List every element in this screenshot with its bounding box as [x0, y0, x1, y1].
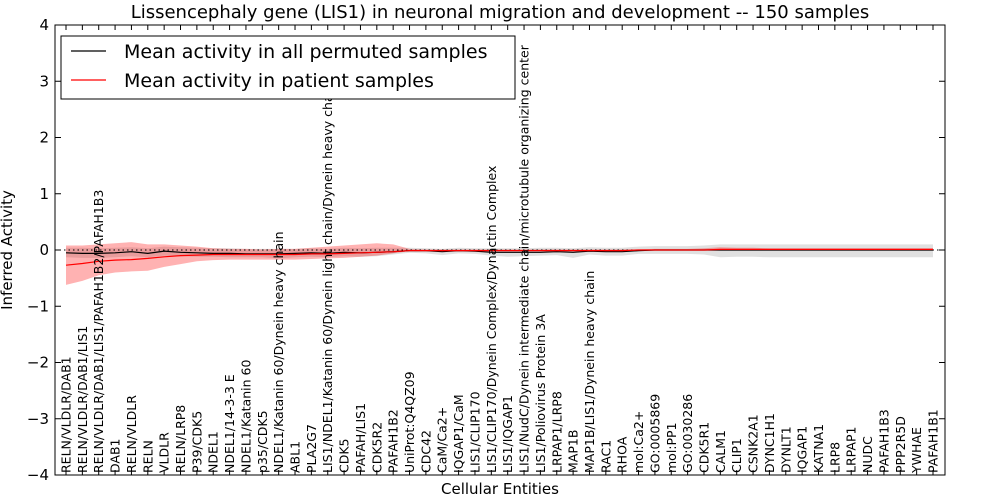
x-category-label: CDK5 — [337, 438, 352, 473]
x-category-label: RAC1 — [598, 440, 613, 473]
legend-label-0: Mean activity in all permuted samples — [124, 41, 487, 63]
y-tick-label: 4 — [39, 16, 49, 34]
x-category-label: CALM1 — [713, 430, 728, 473]
x-category-label: CaM/Ca2+ — [435, 407, 450, 473]
x-category-label: RHOA — [615, 436, 630, 473]
x-category-label: LIS1/CLIP170/Dynein Complex/Dynactin Com… — [484, 166, 499, 473]
x-category-label: LIS1/CLIP170 — [468, 391, 483, 473]
x-category-label: LRP8 — [827, 442, 842, 473]
x-category-label: PAFAH/LIS1 — [353, 403, 368, 473]
x-category-label: LRPAP1 — [844, 427, 859, 473]
x-axis-label: Cellular Entities — [441, 480, 559, 498]
x-category-label: RELN/VLDLR — [124, 395, 139, 473]
x-category-label: NDEL1/Katanin 60 — [238, 360, 253, 473]
x-category-label: ABL1 — [288, 441, 303, 473]
chart-title: Lissencephaly gene (LIS1) in neuronal mi… — [131, 2, 870, 23]
x-category-label: PAFAH1B2 — [386, 409, 401, 473]
x-category-label: LRPAP1/LRP8 — [549, 391, 564, 473]
x-category-label: CDK5R1 — [697, 422, 712, 473]
x-category-label: mol:Ca2+ — [631, 411, 646, 473]
x-category-label: GO:0030286 — [680, 394, 695, 473]
x-category-label: NDEL1/Katanin 60/Dynein heavy chain — [271, 231, 286, 473]
x-category-label: IQGAP1 — [795, 426, 810, 473]
x-category-label: mol:PP1 — [664, 422, 679, 473]
y-tick-label: −2 — [27, 354, 49, 372]
x-category-label: p35/CDK5 — [255, 410, 270, 473]
y-tick-label: −1 — [27, 297, 49, 315]
legend-box — [60, 35, 516, 100]
y-tick-label: 0 — [39, 241, 49, 259]
x-category-label: UniProt:Q4QZ09 — [402, 371, 417, 473]
legend-label-1: Mean activity in patient samples — [124, 70, 434, 92]
x-category-label: YWHAE — [909, 427, 924, 474]
x-category-label: LIS1/NudC/Dynein intermediate chain/micr… — [517, 44, 532, 473]
x-category-label: DYNLT1 — [778, 426, 793, 473]
x-category-label: DYNC1H1 — [762, 413, 777, 473]
x-category-label: P39/CDK5 — [189, 411, 204, 473]
x-category-label: NDEL1/14-3-3 E — [222, 374, 237, 473]
x-category-label: CDC42 — [418, 430, 433, 473]
x-category-label: IQGAP1/CaM — [451, 394, 466, 473]
x-category-label: RELN/LRP8 — [173, 405, 188, 473]
x-category-label: LIS1/IQGAP1 — [500, 395, 515, 473]
x-category-label: RELN/VLDLR/DAB1/LIS1/PAFAH1B2/PAFAH1B3 — [91, 190, 106, 473]
x-category-label: DAB1 — [108, 439, 123, 474]
y-tick-label: 3 — [39, 72, 49, 90]
x-category-label: NDEL1 — [206, 431, 221, 473]
y-tick-label: −4 — [27, 466, 49, 484]
x-category-label: PPP2R5D — [893, 416, 908, 473]
x-category-label: KATNA1 — [811, 424, 826, 473]
x-category-label: VLDLR — [157, 432, 172, 473]
x-category-label: LIS1/NDEL1/Katanin 60/Dynein light chain… — [320, 83, 335, 473]
y-tick-label: −3 — [27, 410, 49, 428]
x-category-label: PAFAH1B3 — [876, 409, 891, 473]
x-category-label: MAP1B/LIS1/Dynein heavy chain — [582, 271, 597, 473]
x-category-label: MAP1B — [566, 430, 581, 473]
x-category-label: NUDC — [860, 436, 875, 473]
legend: Mean activity in all permuted samplesMea… — [60, 35, 516, 100]
x-category-label: PAFAH1B1 — [926, 409, 941, 473]
series-line-1 — [65, 248, 933, 266]
x-category-label: GO:0005869 — [647, 394, 662, 473]
x-category-label: RELN — [140, 440, 155, 473]
x-category-label: CLIP1 — [729, 438, 744, 473]
y-tick-label: 2 — [39, 129, 49, 147]
x-category-label: CDK5R2 — [369, 422, 384, 473]
y-tick-label: 1 — [39, 185, 49, 203]
x-category-label: RELN/VLDLR/DAB1/LIS1 — [75, 326, 90, 473]
x-category-label: RELN/VLDLR/DAB1 — [59, 356, 74, 473]
y-axis-label: Inferred Activity — [0, 190, 16, 310]
series-band-1 — [66, 242, 933, 285]
x-category-label: PLA2G7 — [304, 424, 319, 473]
x-category-label: LIS1/Poliovirus Protein 3A — [533, 314, 548, 473]
x-category-label: CSNK2A1 — [746, 414, 761, 473]
